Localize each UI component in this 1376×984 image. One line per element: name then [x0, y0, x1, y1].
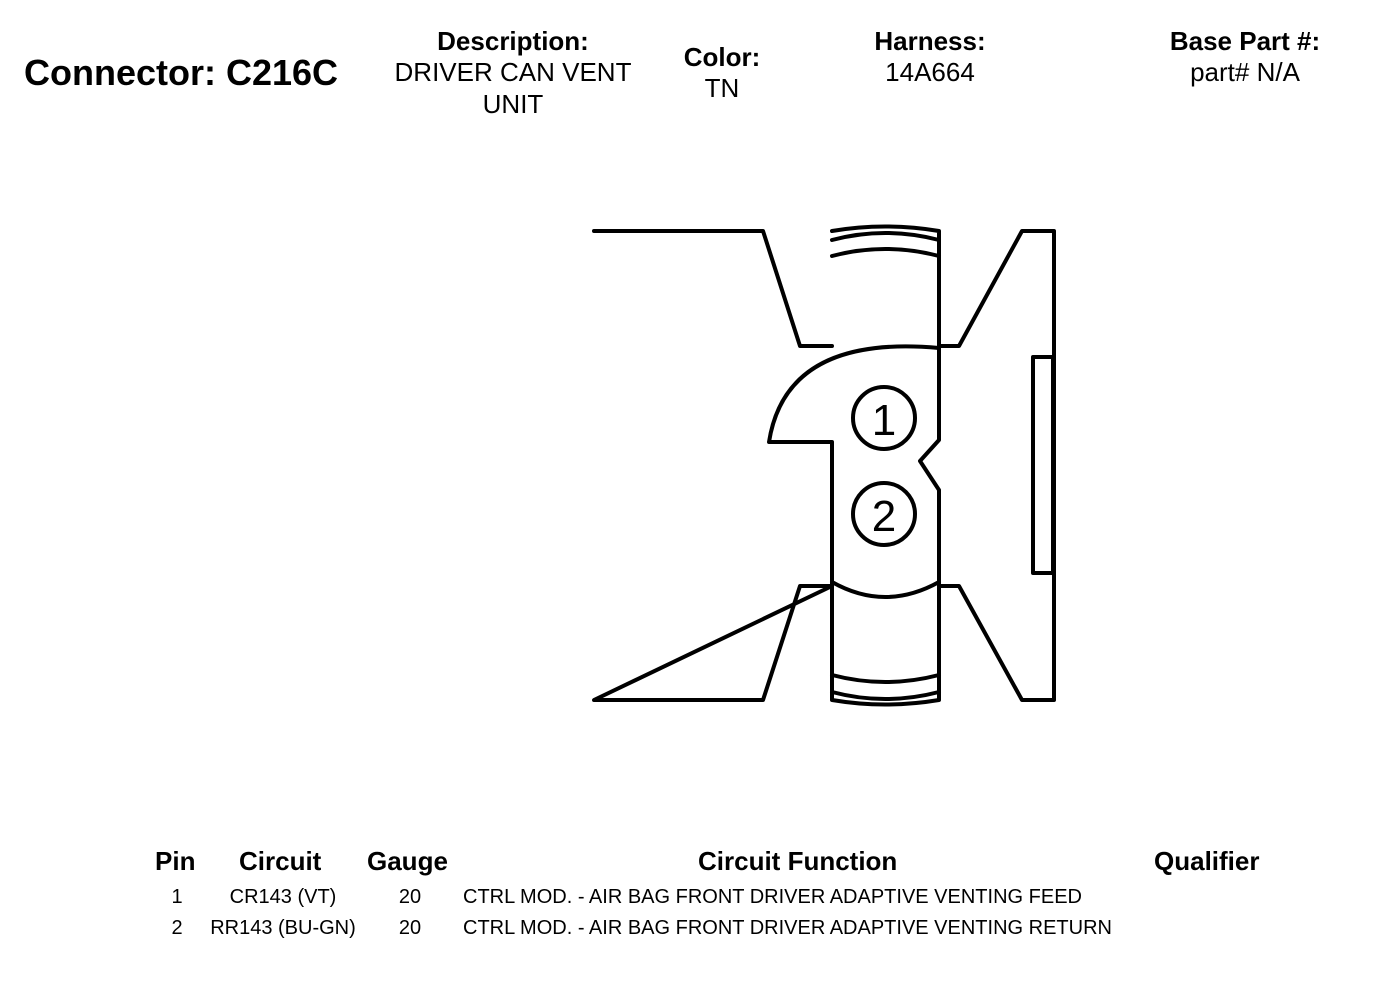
- qualifier-column-header: Qualifier: [1154, 846, 1260, 876]
- connector-lower-cavity-arc: [830, 580, 941, 599]
- pin-2-cavity: [851, 481, 917, 547]
- table-row-2-pin: 2: [171, 917, 183, 939]
- connector-bottom-arc-outer: [830, 690, 941, 701]
- description-line-2: UNIT: [482, 89, 544, 119]
- pin-1-cavity: [851, 385, 917, 451]
- table-row-1-circuit: CR143 (VT): [229, 886, 337, 908]
- harness-value: 14A664: [885, 57, 975, 87]
- color-block: Color: TN: [660, 42, 784, 104]
- base-part-label: Base Part #:: [1169, 26, 1321, 56]
- table-row-1-pin: 1: [171, 886, 183, 908]
- base-part-block: Base Part #: part# N/A: [1130, 26, 1360, 88]
- description-line-1: DRIVER CAN VENT: [394, 57, 632, 87]
- gauge-column-header: Gauge: [367, 846, 448, 876]
- function-column-header: Circuit Function: [698, 846, 898, 876]
- table-row-1-gauge: 20: [398, 886, 422, 908]
- connector-center-column: [767, 224, 941, 707]
- pin-1-label: 1: [872, 396, 896, 445]
- circuit-column-header: Circuit: [239, 846, 322, 876]
- connector-bottom-arc-inner: [830, 673, 941, 684]
- table-row-2-gauge: 20: [398, 917, 422, 939]
- table-row-2-circuit: RR143 (BU-GN): [210, 917, 356, 939]
- connector-top-arc-inner: [830, 247, 941, 258]
- color-label: Color:: [683, 42, 761, 72]
- color-value: TN: [704, 73, 740, 103]
- connector-top-arc-outer: [830, 231, 941, 242]
- base-part-value: part# N/A: [1190, 57, 1300, 87]
- description-label: Description:: [437, 26, 589, 56]
- table-row-2-function: CTRL MOD. - AIR BAG FRONT DRIVER ADAPTIV…: [463, 917, 1112, 939]
- harness-label: Harness:: [874, 26, 986, 56]
- connector-right-body: [937, 229, 1056, 702]
- connector-left-body: [592, 229, 834, 702]
- connector-title: Connector: C216C: [24, 52, 339, 93]
- harness-block: Harness: 14A664: [820, 26, 1040, 88]
- pin-column-header: Pin: [155, 846, 196, 876]
- table-row-1-function: CTRL MOD. - AIR BAG FRONT DRIVER ADAPTIV…: [463, 886, 1082, 908]
- pin-2-label: 2: [872, 492, 896, 541]
- description-block: Description: DRIVER CAN VENT UNIT: [380, 26, 646, 120]
- connector-latch: [1031, 355, 1055, 575]
